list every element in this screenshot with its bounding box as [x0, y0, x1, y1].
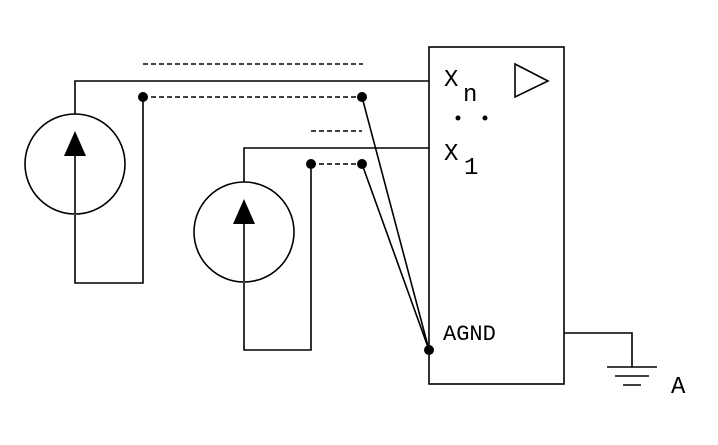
instrument-block — [428, 46, 565, 385]
ground-wire — [564, 332, 633, 367]
agnd-node-dot — [424, 345, 434, 355]
source-1-return-wire — [243, 164, 312, 351]
node-1-left-dot — [306, 159, 316, 169]
ground-icon — [607, 366, 657, 386]
source-1-top-wire — [243, 147, 429, 182]
input-1-label: X — [444, 141, 458, 168]
current-source-n-arrowhead-icon — [64, 131, 86, 156]
node-n-left-dot — [138, 92, 148, 102]
ground-label: A — [671, 374, 686, 401]
input-n-subscript: n — [463, 82, 477, 109]
agnd-label: AGND — [443, 322, 496, 347]
amplifier-icon — [514, 62, 550, 99]
input-1-subscript: 1 — [464, 155, 478, 182]
return-n-wire — [361, 96, 430, 351]
input-n-label: X — [444, 67, 458, 94]
ellipsis-dots — [455, 115, 488, 121]
return-1-wire — [361, 163, 430, 351]
source-n-top-wire — [74, 80, 429, 114]
current-source-1-arrowhead-icon — [233, 199, 255, 224]
source-n-return-wire — [74, 97, 144, 284]
